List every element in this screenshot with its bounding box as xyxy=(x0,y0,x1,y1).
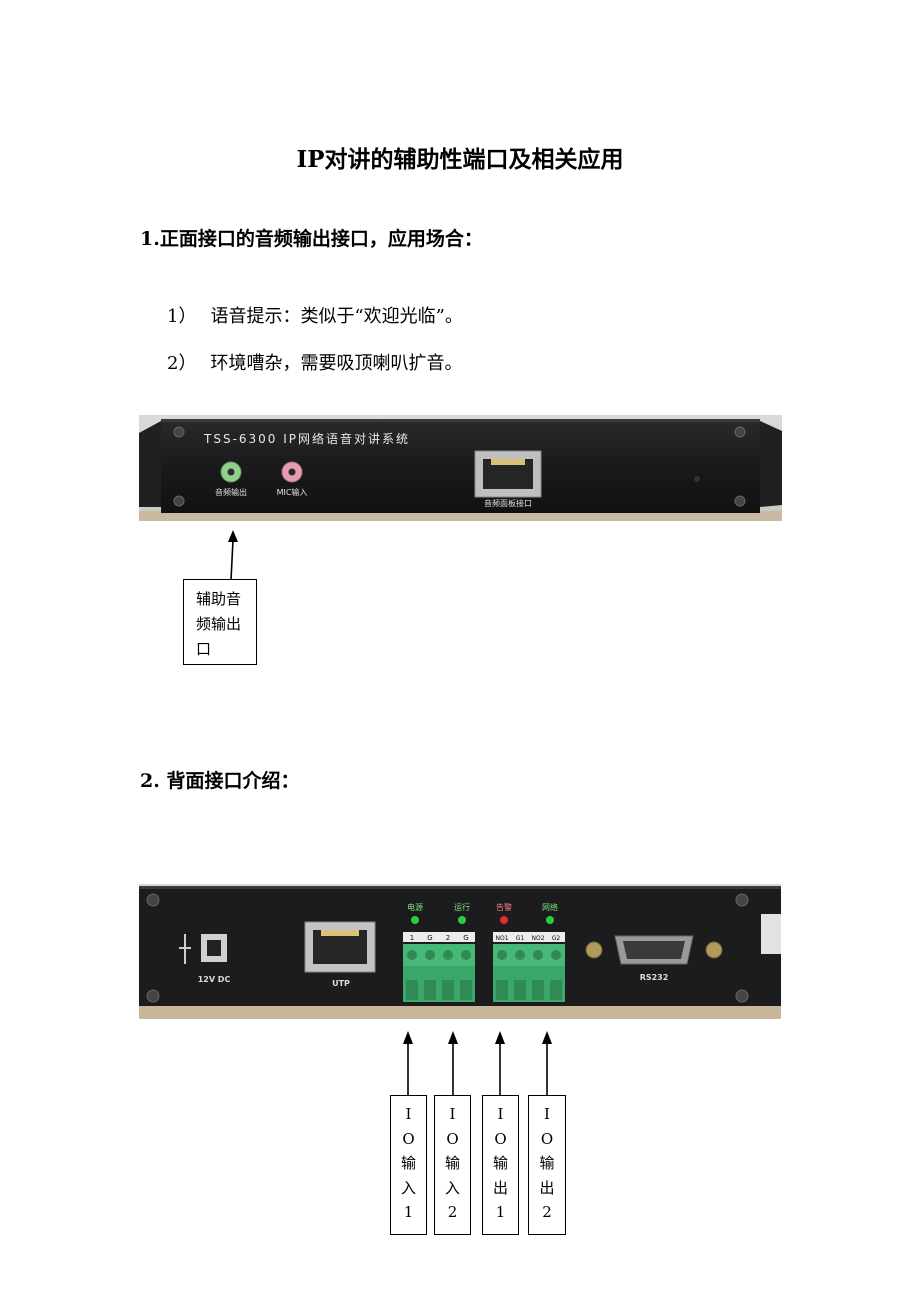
callout-char: O xyxy=(494,1129,507,1148)
terminal-label: NO1 xyxy=(495,935,508,942)
dc-label: 12V DC xyxy=(198,975,231,984)
callout-char: O xyxy=(446,1129,459,1148)
list-item-text: 语音提示：类似于“欢迎光临”。 xyxy=(210,306,463,327)
terminal-label: G1 xyxy=(516,935,525,942)
callout-char: O xyxy=(402,1129,415,1148)
section-2-heading: 2. 背面接口介绍： xyxy=(140,770,300,792)
section-1-heading: 1.正面接口的音频输出接口，应用场合： xyxy=(140,228,483,250)
list-item: 2） 环境嘈杂，需要吸顶喇叭扩音。 xyxy=(167,349,462,375)
callout-char: 出 xyxy=(492,1178,508,1197)
callout-char: I xyxy=(449,1105,456,1123)
terminal-label: NO2 xyxy=(531,935,544,942)
io-input-2-callout: I O 输 入 2 xyxy=(434,1095,471,1235)
callout-char: 1 xyxy=(403,1203,414,1221)
callout-char: 2 xyxy=(447,1203,458,1221)
terminal-label: 1 xyxy=(410,934,414,942)
list-item: 1） 语音提示：类似于“欢迎光临”。 xyxy=(167,302,463,328)
list-item-number: 1） xyxy=(167,306,197,327)
io-output-1-callout: I O 输 出 1 xyxy=(482,1095,519,1235)
led-label: 网络 xyxy=(542,902,558,912)
utp-label: UTP xyxy=(332,979,350,988)
callout-line: 口 xyxy=(196,640,212,658)
callout-char: 输 xyxy=(539,1154,555,1172)
callout-line: 频输出 xyxy=(196,615,242,633)
callout-char: 输 xyxy=(444,1154,460,1172)
arrow-head xyxy=(495,1031,505,1044)
terminal-label: G2 xyxy=(552,935,561,942)
io-input-1-callout: I O 输 入 1 xyxy=(390,1095,427,1235)
callout-line: 辅助音 xyxy=(196,590,242,608)
callout-char: I xyxy=(544,1105,550,1123)
arrow-line xyxy=(230,539,234,581)
port-label: 音频面板接口 xyxy=(484,498,532,508)
terminal-label: 2 xyxy=(446,934,450,942)
list-item-number: 2） xyxy=(167,353,197,374)
front-panel-photo: TSS-6300 IP网络语音对讲系统 音频输出 MIC输入 音频面板接口 xyxy=(139,415,782,521)
list-item-text: 环境嘈杂，需要吸顶喇叭扩音。 xyxy=(210,353,463,374)
arrow-head xyxy=(448,1031,458,1044)
callout-char: 2 xyxy=(542,1203,552,1221)
callout-char: O xyxy=(540,1129,554,1148)
callout-char: I xyxy=(405,1105,412,1123)
rear-panel-photo: 12V DC UTP 电源 运行 告警 网络 1 G 2 G NO1 G1 NO… xyxy=(139,884,781,1019)
led-label: 电源 xyxy=(407,902,423,912)
rs232-label: RS232 xyxy=(640,973,669,982)
terminal-label: G xyxy=(427,934,432,942)
callout-char: 输 xyxy=(400,1154,416,1172)
aux-audio-callout: 辅助音 频输出 口 xyxy=(183,579,257,665)
callout-char: 入 xyxy=(400,1178,416,1197)
arrow-head xyxy=(228,530,238,542)
callout-char: 输 xyxy=(492,1154,508,1172)
callout-char: 出 xyxy=(539,1178,555,1197)
arrow-head xyxy=(542,1031,552,1044)
brand-text: TSS-6300 IP网络语音对讲系统 xyxy=(203,431,410,446)
arrow-head xyxy=(403,1031,413,1044)
led-label: 告警 xyxy=(496,902,512,912)
callout-char: I xyxy=(497,1105,504,1123)
callout-char: 1 xyxy=(495,1203,506,1221)
terminal-label: G xyxy=(463,934,468,942)
jack1-label: 音频输出 xyxy=(215,487,247,497)
callout-char: 入 xyxy=(444,1178,460,1197)
page-title: IP对讲的辅助性端口及相关应用 xyxy=(296,146,624,173)
led-label: 运行 xyxy=(454,902,470,912)
jack2-label: MIC输入 xyxy=(277,487,308,497)
io-output-2-callout: I O 输 出 2 xyxy=(528,1095,566,1235)
